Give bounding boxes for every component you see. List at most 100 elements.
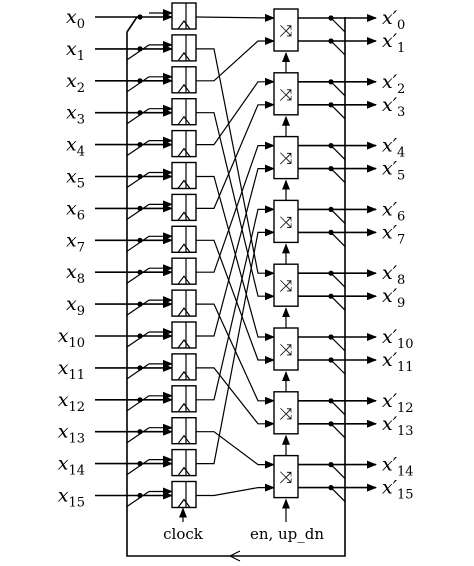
- output-labels: x′0x′1x′2x′3x′4x′5x′6x′7x′8x′9x′10x′11x′…: [382, 7, 414, 503]
- output-subscript: 4: [397, 146, 405, 161]
- input-label: x9: [66, 293, 85, 319]
- output-subscript: 6: [397, 209, 405, 224]
- input-subscript: 4: [77, 145, 85, 160]
- switch-box: ⤨: [273, 454, 299, 499]
- input-subscript: 9: [77, 304, 85, 319]
- clock-triangle: [177, 243, 191, 253]
- cross-wire: [196, 303, 275, 405]
- input-label: x7: [66, 229, 85, 255]
- bus-tap: [126, 427, 150, 444]
- output-label: x′15: [382, 477, 414, 503]
- bus-tap: [330, 40, 346, 56]
- register-box: [171, 66, 197, 94]
- output-subscript: 14: [397, 465, 414, 480]
- input-label: x13: [58, 421, 85, 447]
- input-subscript: 14: [68, 464, 85, 479]
- register-box: [171, 353, 197, 381]
- clock-label: clock: [163, 525, 204, 543]
- input-subscript: 11: [68, 368, 85, 383]
- clock-triangle: [177, 339, 191, 349]
- bus-tap: [126, 395, 150, 412]
- register-box: [171, 385, 197, 413]
- input-label: x15: [58, 485, 85, 511]
- output-subscript: 8: [397, 273, 405, 288]
- output-subscript: 13: [397, 424, 414, 439]
- cross-wire: [196, 483, 275, 497]
- cross-wire: [196, 175, 275, 341]
- cross-wire: [196, 141, 275, 273]
- output-label: x′9: [382, 285, 405, 311]
- register-box: [171, 417, 197, 445]
- cross-wire: [196, 37, 275, 82]
- enable-label: en, up_dn: [250, 525, 324, 543]
- bus-tap: [330, 81, 346, 97]
- register-box: [171, 34, 197, 62]
- output-subscript: 5: [397, 169, 405, 184]
- cross-wire: [196, 164, 275, 337]
- switch-box: ⤨: [273, 263, 299, 307]
- switch-icon: ⤨: [280, 404, 293, 423]
- input-subscript: 8: [77, 272, 85, 287]
- output-subscript: 15: [397, 488, 414, 503]
- clock-triangle: [177, 51, 191, 62]
- bus-tap: [330, 359, 346, 375]
- bus-tap: [330, 231, 346, 247]
- switch-icon: ⤨: [280, 276, 293, 295]
- input-subscript: 1: [77, 49, 85, 64]
- cross-wire: [196, 367, 275, 428]
- bus-tap: [330, 400, 346, 416]
- input-label: x8: [66, 261, 85, 287]
- output-subscript: 0: [397, 18, 405, 33]
- bus-tap: [126, 331, 150, 348]
- output-subscript: 9: [397, 296, 405, 311]
- bus-tap: [126, 140, 150, 157]
- output-label: x′3: [382, 94, 405, 120]
- input-subscript: 3: [77, 113, 85, 128]
- feedback-path: [126, 16, 346, 557]
- bus-tap: [330, 487, 346, 503]
- bus-tap: [330, 17, 346, 33]
- output-label: x′7: [382, 221, 405, 247]
- input-subscript: 10: [68, 336, 85, 351]
- cross-wire: [196, 228, 275, 465]
- clock-triangle: [177, 179, 191, 189]
- input-subscript: 5: [77, 177, 85, 192]
- junction-dot: [137, 14, 143, 20]
- bus-tap: [126, 267, 150, 284]
- bottom-labels: clock en, up_dn: [163, 525, 324, 543]
- bus-tap: [126, 108, 150, 125]
- bus-tap: [330, 423, 346, 439]
- clock-triangle: [177, 211, 191, 221]
- clock-triangle: [177, 20, 191, 30]
- switch-icon: ⤨: [280, 21, 293, 40]
- input-subscript: 2: [77, 81, 85, 96]
- bus-tap: [330, 295, 346, 311]
- cross-wire: [196, 112, 275, 301]
- clock-triangle: [177, 275, 191, 285]
- input-subscript: 7: [77, 240, 85, 255]
- switch-icon: ⤨: [280, 85, 293, 104]
- bus-tap: [330, 272, 346, 288]
- input-label: x14: [58, 453, 85, 479]
- cross-wire: [196, 100, 275, 209]
- register-box: [171, 193, 197, 222]
- input-label: x6: [66, 197, 85, 223]
- switch-icon: ⤨: [280, 149, 293, 168]
- output-subscript: 2: [397, 82, 405, 97]
- bus-tap: [330, 208, 346, 224]
- register-box: [171, 129, 197, 158]
- register-box: [171, 289, 197, 317]
- bus-tap: [330, 464, 346, 480]
- input-label: x5: [66, 166, 85, 192]
- clock-triangle: [177, 498, 191, 508]
- input-label: x11: [58, 357, 85, 383]
- switch-box: ⤨: [273, 199, 299, 244]
- clock-triangle: [177, 434, 191, 445]
- switch-icon: ⤨: [280, 212, 293, 231]
- clock-triangle: [177, 307, 191, 317]
- cross-wire: [195, 13, 275, 22]
- cross-wire: [196, 239, 275, 364]
- feedback-arrowhead: [228, 550, 241, 562]
